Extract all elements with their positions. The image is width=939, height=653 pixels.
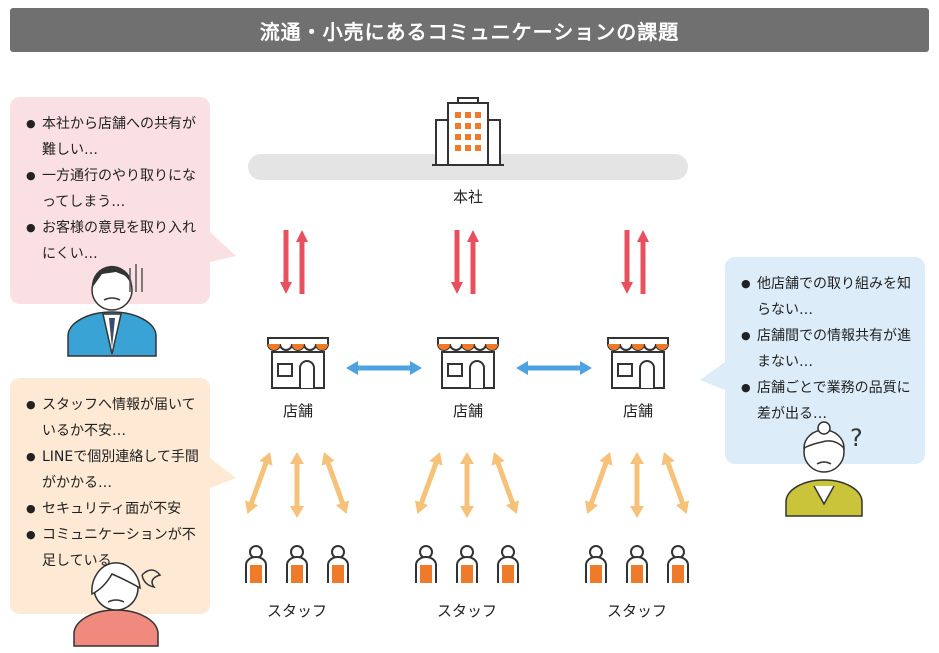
- issue-item: セキュリティ面が不安: [26, 496, 206, 522]
- issue-item: 店舗ごとで業務の品質に差が出る…: [741, 375, 919, 427]
- headquarters-label: 本社: [452, 188, 483, 206]
- store-icon: [607, 337, 669, 389]
- issue-item: 他店舗での取り組みを知らない…: [741, 271, 919, 323]
- staff-group-icon: [415, 545, 519, 584]
- hq-store-arrow-icon: [451, 230, 479, 294]
- store-icon: [267, 337, 329, 389]
- store-staff-arrows-icon: [241, 450, 353, 518]
- store-staff-arrows-icon: [581, 450, 693, 518]
- issue-item: お客様の意見を取り入れにくい…: [26, 215, 204, 267]
- bubble-tail: [700, 362, 725, 390]
- businessman-icon: [67, 264, 157, 357]
- staff-label: スタッフ: [266, 602, 327, 620]
- hq-store-arrow-icon: [621, 230, 649, 294]
- issue-item: スタッフへ情報が届いているか不安…: [26, 392, 206, 444]
- worried-woman-icon: [73, 562, 162, 647]
- staff-group-icon: [245, 545, 349, 584]
- store-label: 店舗: [452, 402, 483, 420]
- issue-item: 一方通行のやり取りになってしまう…: [26, 163, 204, 215]
- office-building-icon: [432, 97, 504, 166]
- bubble-tail: [210, 458, 236, 488]
- svg-text:?: ?: [850, 424, 863, 452]
- store-link-arrow-icon: [516, 361, 592, 375]
- store-label: 店舗: [282, 402, 313, 420]
- staff-label: スタッフ: [606, 602, 667, 620]
- confused-woman-icon: ?: [785, 421, 863, 517]
- page-title: 流通・小売にあるコミュニケーションの課題: [10, 8, 929, 52]
- headquarters-issues-bubble: 本社から店舗への共有が難しい… 一方通行のやり取りになってしまう… お客様の意見…: [10, 97, 210, 304]
- issue-item: 店舗間での情報共有が進まない…: [741, 323, 919, 375]
- hq-store-arrow-icon: [280, 230, 308, 294]
- staff-label: スタッフ: [436, 602, 497, 620]
- staff-group-icon: [585, 545, 689, 584]
- issue-item: 本社から店舗への共有が難しい…: [26, 111, 204, 163]
- store-label: 店舗: [622, 402, 653, 420]
- ground-bar: [248, 154, 688, 180]
- store-staff-arrows-icon: [411, 450, 523, 518]
- issue-item: LINEで個別連絡して手間がかかる…: [26, 444, 206, 496]
- store-icon: [437, 337, 499, 389]
- bubble-tail: [210, 232, 236, 262]
- issue-item: コミュニケーションが不足している…: [26, 522, 206, 574]
- store-link-arrow-icon: [346, 361, 422, 375]
